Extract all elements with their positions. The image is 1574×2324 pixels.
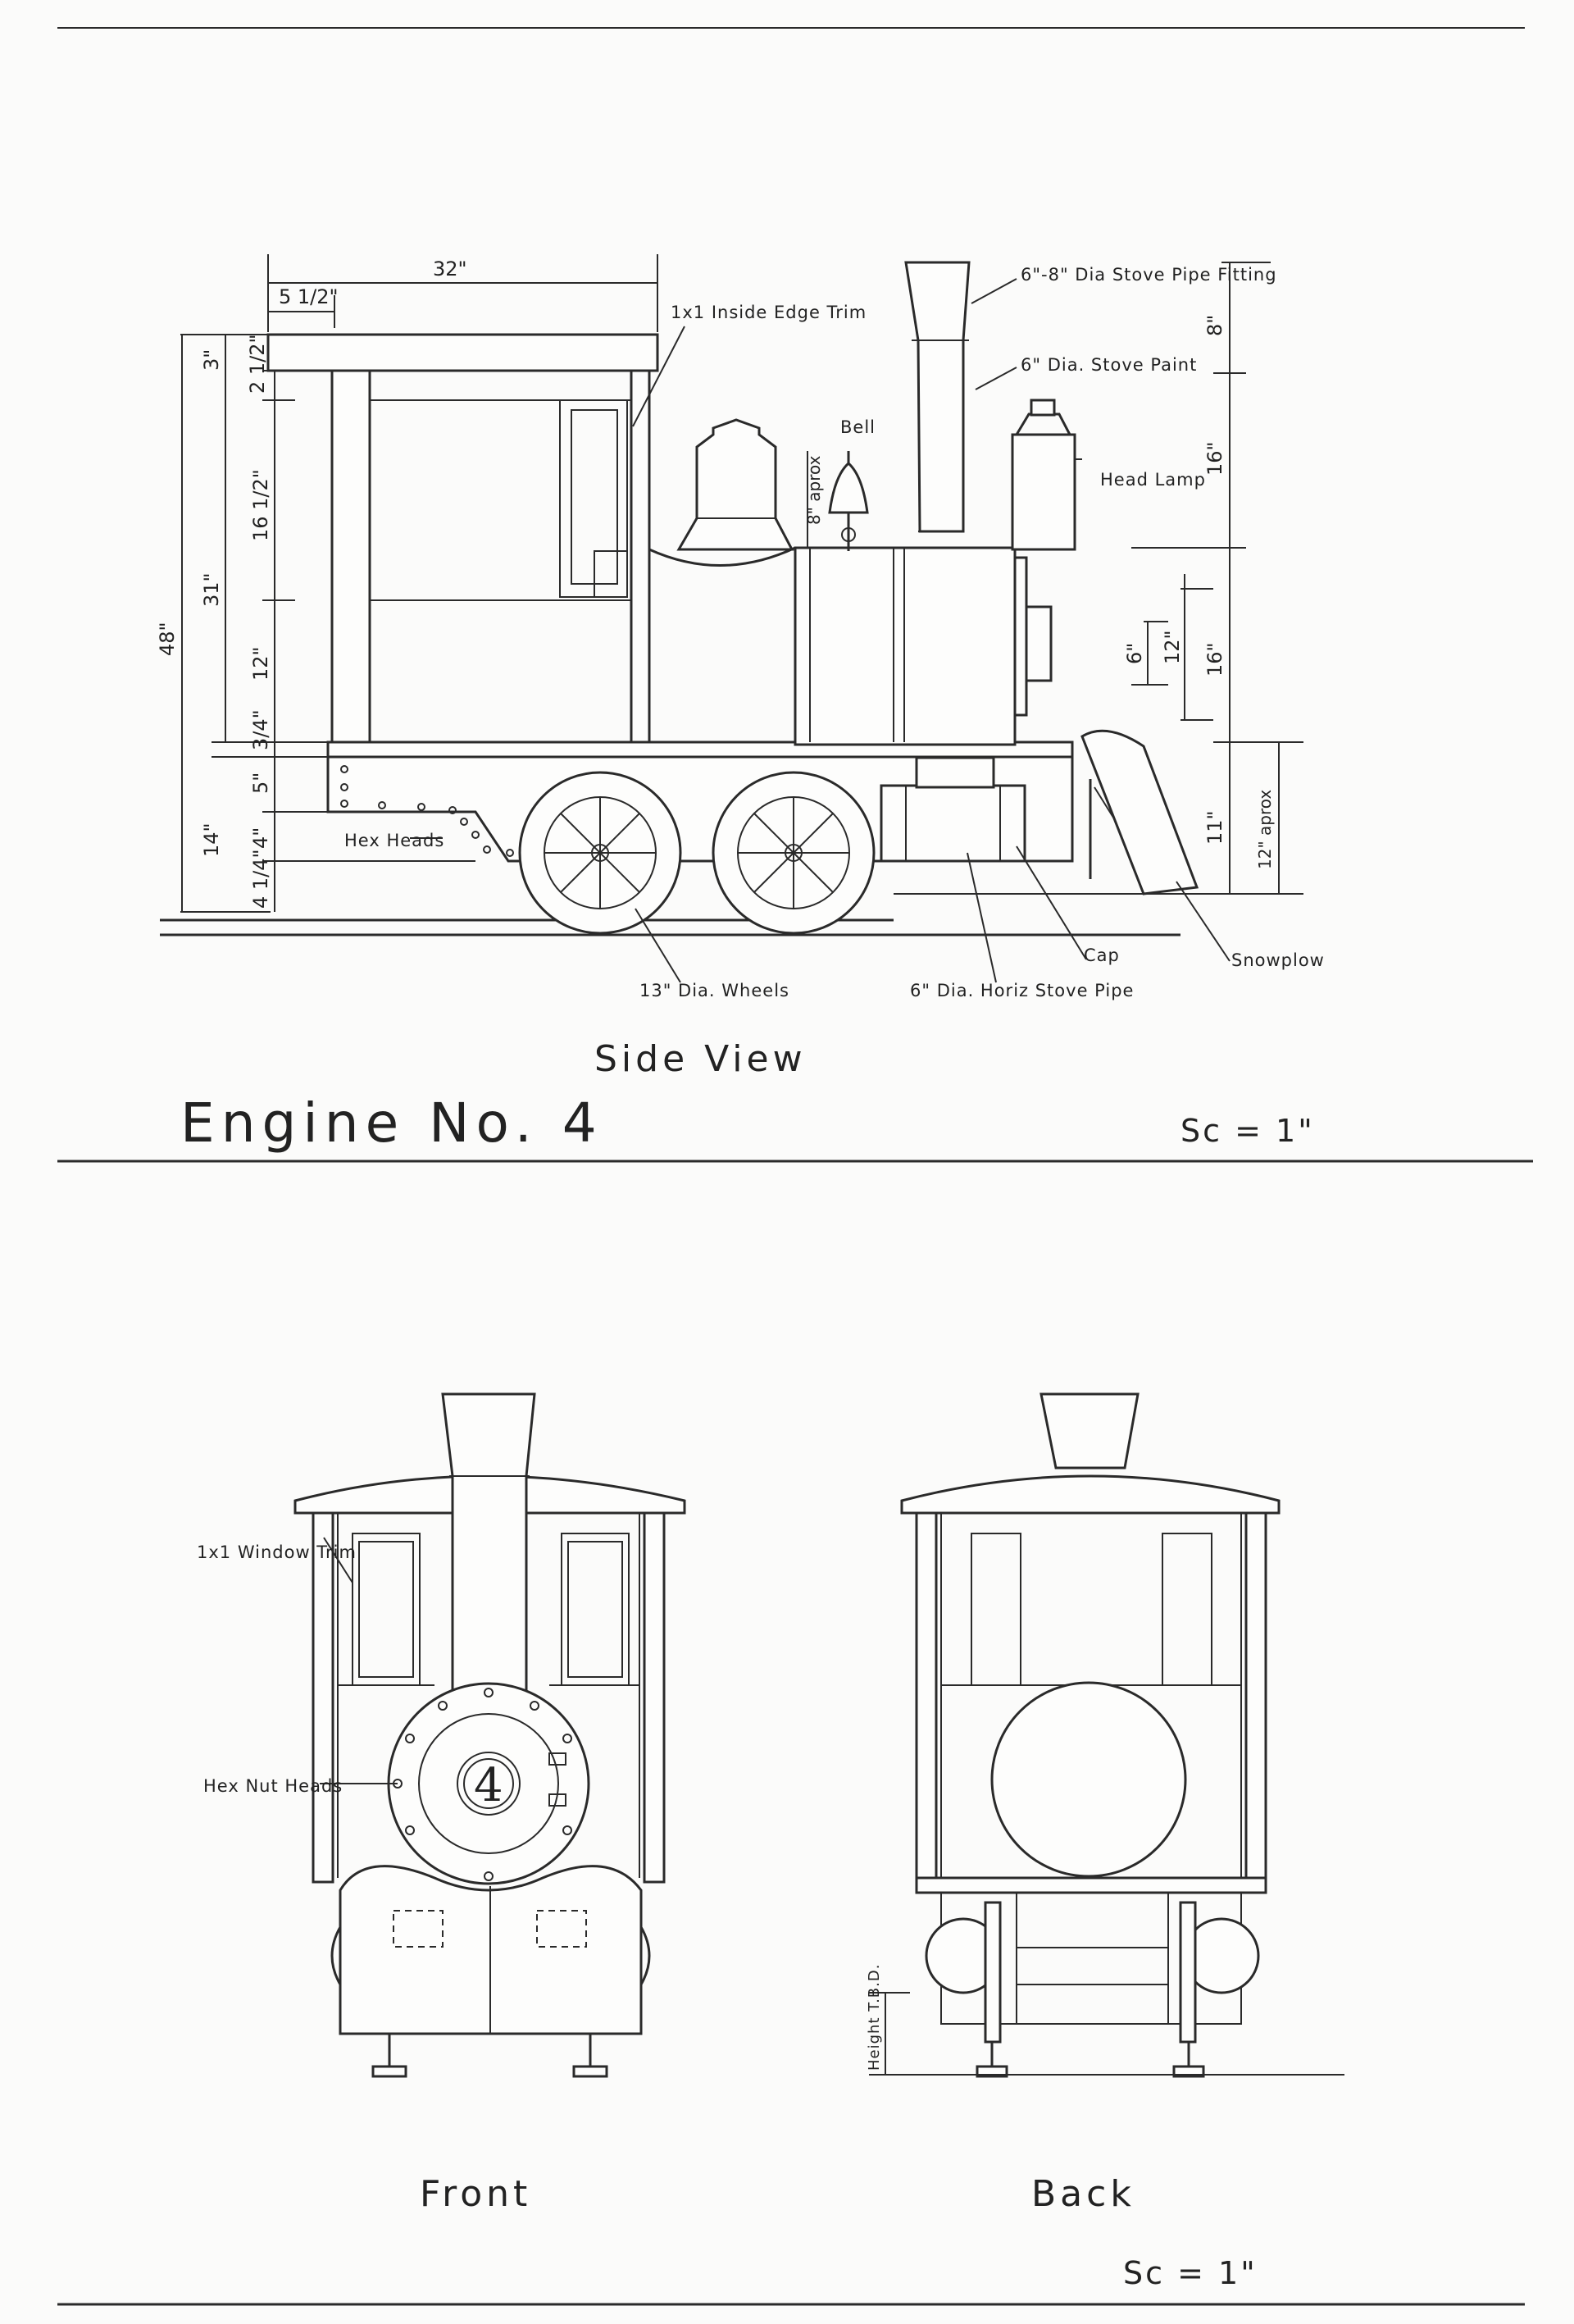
dim-bell-height: 8" aprox: [804, 455, 824, 525]
note-head-lamp: Head Lamp: [1100, 470, 1206, 490]
note-stove-paint: 6" Dia. Stove Paint: [1021, 355, 1197, 375]
note-horiz-stove-pipe: 6" Dia. Horiz Stove Pipe: [910, 981, 1134, 1000]
note-hex-nut-heads: Hex Nut Heads: [203, 1776, 343, 1796]
dim-overall-length: 32": [433, 257, 467, 280]
note-cap: Cap: [1084, 946, 1120, 965]
front-left-window: [352, 1533, 421, 1686]
front-view-caption: Front: [420, 2173, 531, 2215]
front-view-drawing: 4: [293, 1392, 686, 2078]
side-view-caption: Side View: [594, 1038, 807, 1080]
back-view-drawing: [869, 1392, 1344, 2078]
boiler-back: [990, 1681, 1187, 1878]
cab-roof: [266, 333, 659, 372]
scale-top: Sc = 1": [1180, 1113, 1315, 1149]
dim-stack-mid: 16": [1203, 441, 1226, 476]
dim-window-height: 16 1/2": [249, 469, 272, 541]
horizontal-stove-pipe: [880, 784, 1026, 863]
dim-overall-height: 48": [156, 622, 179, 656]
note-inside-edge-trim: 1x1 Inside Edge Trim: [671, 303, 867, 322]
snowplow: [1080, 729, 1199, 895]
front-smokestack: [441, 1392, 536, 1707]
dim-boiler-height: 16": [1203, 642, 1226, 677]
steam-dome: [676, 418, 794, 551]
note-snowplow: Snowplow: [1231, 950, 1325, 970]
dim-back-height: Height T.B.D.: [866, 1964, 883, 2071]
dim-plow-approx: 12" aprox: [1255, 790, 1275, 869]
note-bell: Bell: [840, 417, 876, 437]
dim-plow-height: 11": [1203, 810, 1226, 845]
dim-boiler-inner: 12": [1161, 630, 1184, 664]
dim-boiler-detail: 6": [1123, 643, 1146, 664]
drawing-title: Engine No. 4: [180, 1091, 603, 1155]
pipe-cap: [915, 756, 995, 789]
note-hex-heads: Hex Heads: [344, 831, 444, 850]
side-view-drawing: [160, 261, 1303, 936]
head-lamp: [1011, 399, 1082, 551]
note-window-trim: 1x1 Window Trim: [197, 1542, 357, 1562]
number-plate: [457, 1752, 521, 1816]
dim-roof-trim: 2 1/2": [246, 334, 269, 394]
note-stove-pipe-fitting: 6"-8" Dia Stove Pipe Fitting: [1021, 265, 1277, 285]
bell: [828, 451, 869, 551]
engine-number: 4: [474, 1759, 503, 1812]
side-view-dimension-lines: [180, 254, 1303, 983]
dim-chassis-height: 14": [200, 823, 223, 857]
dim-chassis-upper: 5": [249, 772, 272, 794]
rear-wheel: [712, 771, 876, 935]
dim-stack-top: 8": [1203, 315, 1226, 336]
back-view-caption: Back: [1031, 2173, 1135, 2215]
dim-chassis-lower: 4 1/4": [249, 849, 272, 909]
dim-chassis-mid: 4": [249, 827, 272, 849]
dim-deck: 3/4": [249, 709, 272, 750]
dim-lower-panel: 12": [249, 646, 272, 681]
dim-roof-thickness: 3": [200, 349, 223, 371]
note-wheels: 13" Dia. Wheels: [639, 981, 789, 1000]
smokestack: [904, 261, 971, 533]
dim-roof-overhang: 5 1/2": [279, 285, 339, 308]
back-stack-top: [1039, 1392, 1140, 1470]
dim-cab-height: 31": [200, 572, 223, 607]
scale-bottom: Sc = 1": [1123, 2255, 1258, 2291]
front-wheel: [518, 771, 682, 935]
front-right-window: [561, 1533, 630, 1686]
